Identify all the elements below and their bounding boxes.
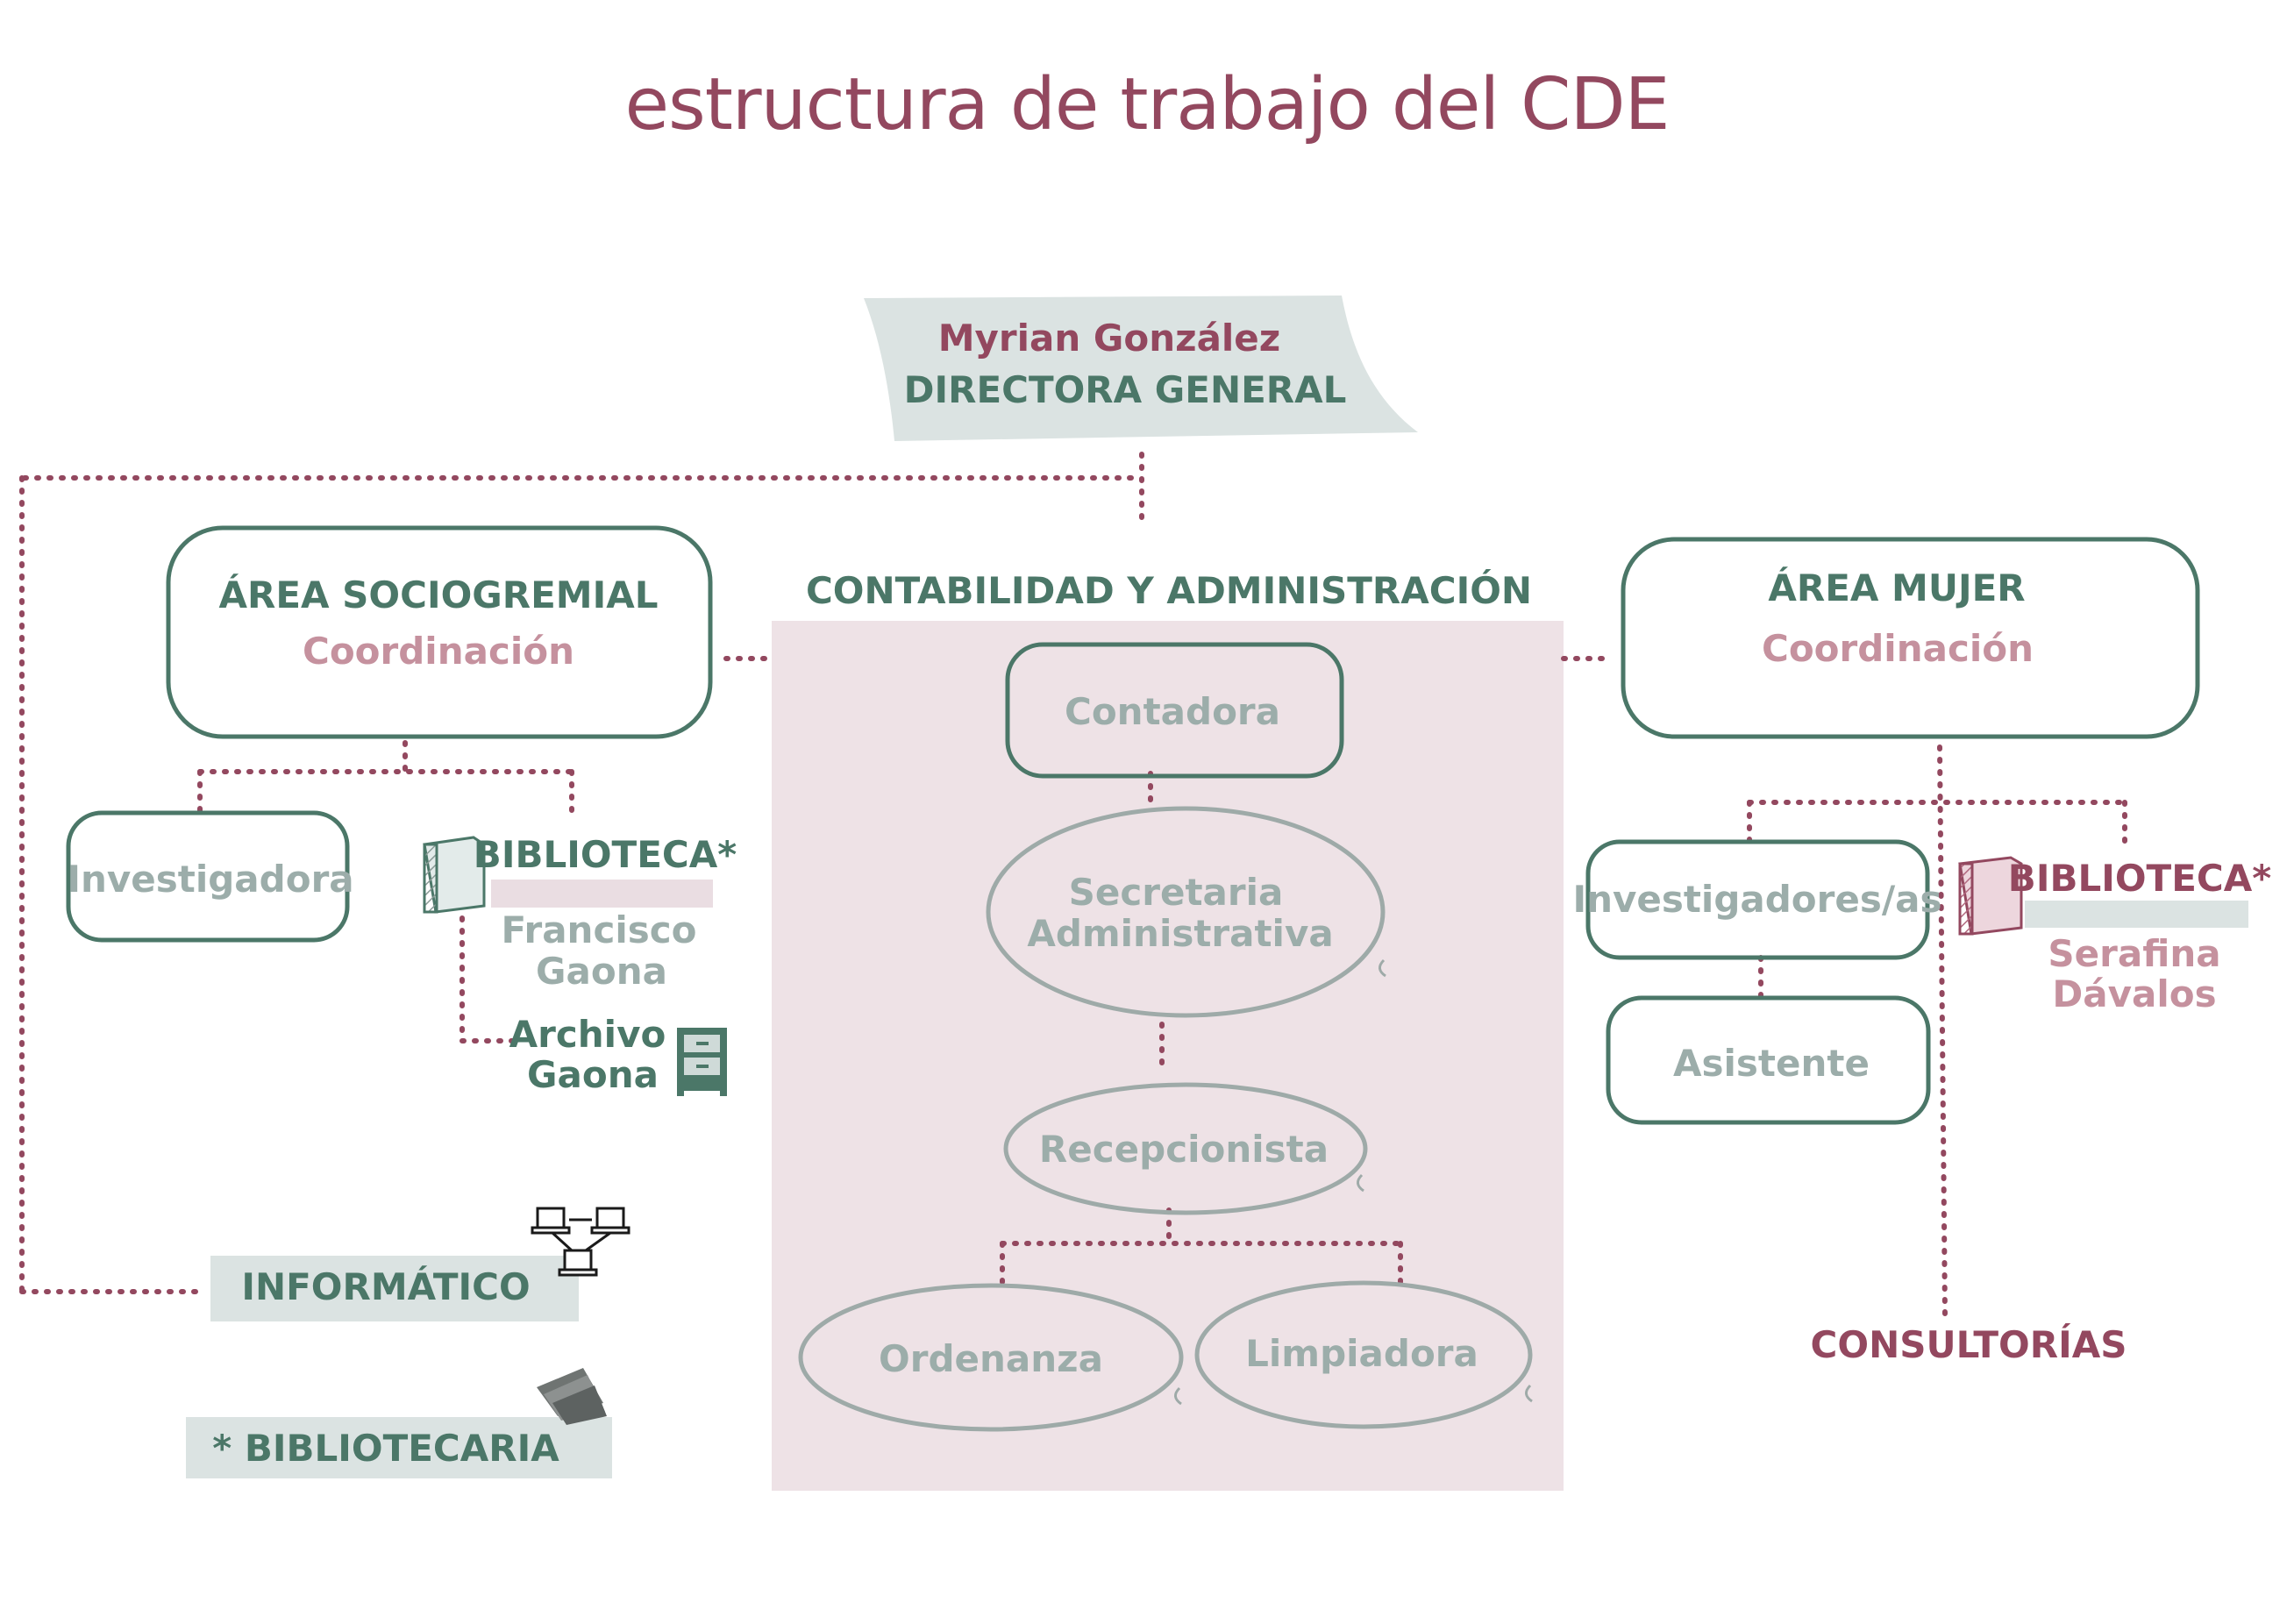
- recepcionista-label: Recepcionista: [1038, 1127, 1329, 1171]
- informatico-label-bg: [210, 1256, 579, 1321]
- area-mujer-title: ÁREA MUJER: [1768, 566, 2026, 609]
- area-mujer-subtitle: Coordinación: [1762, 626, 2034, 670]
- stacked-books-icon: [537, 1368, 607, 1425]
- asistente-label: Asistente: [1673, 1041, 1870, 1085]
- contabilidad-title: CONTABILIDAD Y ADMINISTRACIÓN: [805, 568, 1533, 612]
- area-sociogremial-subtitle: Coordinación: [303, 629, 574, 673]
- biblioteca-left-highlight: [491, 880, 713, 908]
- grey-ellipses: [798, 806, 1533, 1432]
- bibliotecaria-note: * BIBLIOTECARIA: [212, 1426, 559, 1470]
- informatico-label: INFORMÁTICO: [241, 1264, 531, 1308]
- biblioteca-right-highlight: [2025, 901, 2248, 928]
- archivo-label-line1: Archivo: [509, 1012, 666, 1056]
- ellipse-ticks: [1174, 958, 1533, 1406]
- archivo-label-line2: Gaona: [527, 1052, 659, 1096]
- filing-cabinet-icon: [677, 1028, 727, 1096]
- bibliotecaria-right-line2: Dávalos: [2052, 972, 2217, 1015]
- investigadores-label: Investigadores/as: [1572, 877, 1942, 921]
- director-name: Myrian González: [937, 316, 1281, 360]
- green-boxes: [66, 525, 2200, 1125]
- area-sociogremial-title: ÁREA SOCIOGREMIAL: [218, 573, 659, 616]
- limpiadora-label: Limpiadora: [1245, 1331, 1478, 1375]
- ordenanza-label: Ordenanza: [879, 1336, 1103, 1380]
- page-title: estructura de trabajo del CDE: [624, 62, 1671, 146]
- contabilidad-panel: [772, 621, 1564, 1491]
- biblioteca-left-label: BIBLIOTECA*: [473, 832, 737, 876]
- director-role: DIRECTORA GENERAL: [903, 367, 1347, 411]
- bibliotecario-left-line1: Francisco: [501, 908, 697, 951]
- bibliotecario-left-line2: Gaona: [536, 949, 667, 993]
- bibliotecaria-right-line1: Serafina: [2048, 931, 2221, 975]
- consultorias-label: CONSULTORÍAS: [1810, 1322, 2127, 1366]
- network-computers-icon: [531, 1207, 630, 1277]
- director-label-bg: [864, 296, 1418, 441]
- book-icon-right: [1958, 856, 2023, 936]
- connectors: [19, 452, 2127, 1318]
- investigadora-label: Investigadora: [67, 857, 354, 901]
- book-icon-left: [423, 836, 486, 914]
- biblioteca-right-label: BIBLIOTECA*: [2007, 856, 2272, 900]
- bibliotecaria-note-bg: [186, 1417, 612, 1478]
- contadora-label: Contadora: [1065, 689, 1280, 733]
- secretaria-line2: Administrativa: [1027, 911, 1334, 955]
- secretaria-line1: Secretaria: [1068, 870, 1284, 914]
